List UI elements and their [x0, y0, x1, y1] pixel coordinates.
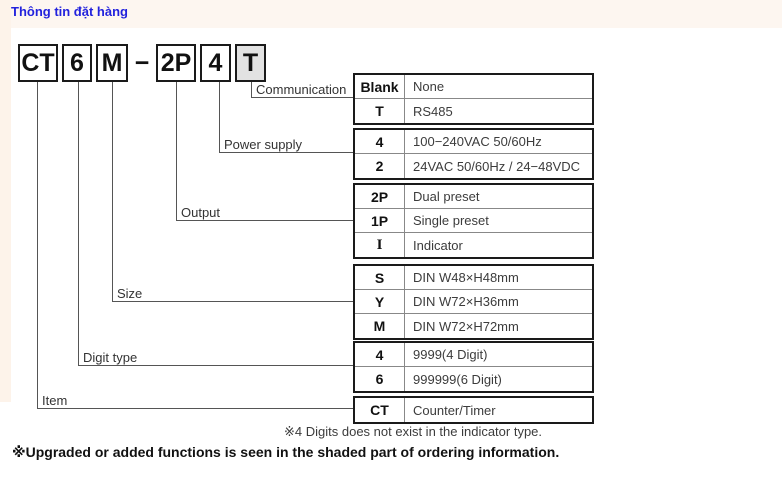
footnote-shaded-part: ※Upgraded or added functions is seen in …: [12, 444, 560, 460]
header-background: [0, 0, 782, 28]
option-table-output: 2P Dual preset 1P Single preset I Indica…: [353, 183, 594, 259]
table-row: 1P Single preset: [355, 209, 592, 233]
table-row: M DIN W72×H72mm: [355, 314, 592, 338]
footnote-indicator-digits: ※4 Digits does not exist in the indicato…: [284, 424, 543, 439]
leader-line-item-vertical: [37, 82, 38, 409]
code-box-item: CT: [18, 44, 58, 82]
option-code: 2: [355, 154, 405, 178]
option-description: 24VAC 50/60Hz / 24−48VDC: [413, 158, 581, 174]
option-code: CT: [355, 398, 405, 422]
option-table-communication: Blank None T RS485: [353, 73, 594, 125]
leader-line-output-horizontal: [176, 220, 354, 221]
table-row: I Indicator: [355, 233, 592, 257]
table-row: 4 9999(4 Digit): [355, 343, 592, 367]
option-description: None: [413, 79, 445, 94]
option-code: S: [355, 266, 405, 289]
table-row: Blank None: [355, 75, 592, 99]
leader-label-size: Size: [117, 286, 143, 301]
option-table-power-supply: 4 100−240VAC 50/60Hz 2 24VAC 50/60Hz / 2…: [353, 128, 594, 180]
option-description: DIN W48×H48mm: [413, 270, 519, 285]
option-code: Y: [355, 290, 405, 313]
leader-line-size-horizontal: [112, 301, 354, 302]
leader-line-digit-type-vertical: [78, 82, 79, 366]
table-row: CT Counter/Timer: [355, 398, 592, 422]
table-row: 2 24VAC 50/60Hz / 24−48VDC: [355, 154, 592, 178]
table-row: S DIN W48×H48mm: [355, 266, 592, 290]
option-code: 1P: [355, 209, 405, 232]
code-separator-dash: −: [134, 48, 150, 77]
leader-label-digit-type: Digit type: [83, 350, 138, 365]
left-margin-strip: [0, 0, 11, 402]
option-description: Counter/Timer: [413, 402, 496, 418]
page-title: Thông tin đặt hàng: [11, 4, 128, 19]
option-description: 999999(6 Digit): [413, 371, 502, 387]
leader-label-item: Item: [42, 393, 68, 408]
leader-line-digit-type-horizontal: [78, 365, 354, 366]
leader-line-power-supply-vertical: [219, 82, 220, 153]
leader-label-communication: Communication: [256, 82, 347, 97]
leader-line-item-horizontal: [37, 408, 354, 409]
leader-line-output-vertical: [176, 82, 177, 221]
table-row: 6 999999(6 Digit): [355, 367, 592, 391]
option-description: DIN W72×H36mm: [413, 294, 519, 309]
leader-label-output: Output: [181, 205, 221, 220]
leader-line-power-supply-horizontal: [219, 152, 354, 153]
option-description: 9999(4 Digit): [413, 347, 488, 362]
leader-label-power-supply: Power supply: [224, 137, 303, 152]
option-table-item: CT Counter/Timer: [353, 396, 594, 424]
option-code: 6: [355, 367, 405, 391]
leader-line-communication-horizontal: [251, 97, 354, 98]
table-row: 2P Dual preset: [355, 185, 592, 209]
option-description: 100−240VAC 50/60Hz: [413, 134, 542, 149]
option-description: Single preset: [413, 213, 489, 228]
code-box-digit-type: 6: [62, 44, 92, 82]
option-description: DIN W72×H72mm: [413, 318, 519, 334]
leader-line-communication-vertical: [251, 82, 252, 98]
option-description: RS485: [413, 103, 453, 119]
option-code: I: [355, 233, 405, 257]
table-row: 4 100−240VAC 50/60Hz: [355, 130, 592, 154]
code-box-output: 2P: [156, 44, 196, 82]
table-row: Y DIN W72×H36mm: [355, 290, 592, 314]
table-row: T RS485: [355, 99, 592, 123]
option-code: Blank: [355, 75, 405, 98]
option-description: Indicator: [413, 237, 463, 253]
code-box-communication: T: [235, 44, 266, 82]
code-box-size: M: [96, 44, 128, 82]
option-code: T: [355, 99, 405, 123]
option-table-digit-type: 4 9999(4 Digit) 6 999999(6 Digit): [353, 341, 594, 393]
option-code: 4: [355, 130, 405, 153]
leader-line-size-vertical: [112, 82, 113, 302]
option-code: 2P: [355, 185, 405, 208]
option-code: M: [355, 314, 405, 338]
option-table-size: S DIN W48×H48mm Y DIN W72×H36mm M DIN W7…: [353, 264, 594, 340]
option-code: 4: [355, 343, 405, 366]
code-box-power-supply: 4: [200, 44, 231, 82]
option-description: Dual preset: [413, 189, 480, 204]
